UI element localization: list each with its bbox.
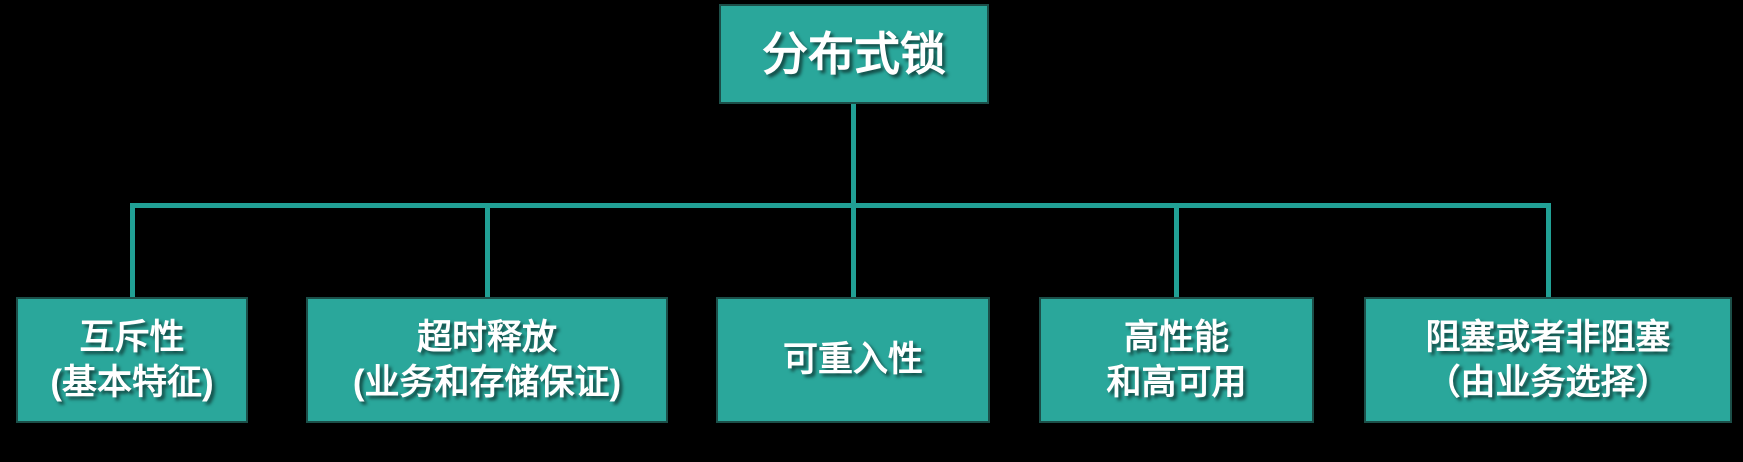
node-high-performance-availability: 高性能 和高可用 xyxy=(1039,297,1314,423)
node-label-line1: 阻塞或者非阻塞 xyxy=(1425,317,1671,357)
node-label-line1: 可重入性 xyxy=(782,340,923,380)
node-label-line2: (业务和存储保证) xyxy=(352,363,622,402)
connector-root-drop xyxy=(851,104,856,205)
node-reentrancy: 可重入性 xyxy=(716,297,990,423)
connector-horizontal-rail xyxy=(130,203,1551,208)
node-label-line2: (基本特征) xyxy=(50,363,214,402)
node-mutual-exclusion: 互斥性 (基本特征) xyxy=(16,297,248,423)
node-label-line2: 和高可用 xyxy=(1106,363,1247,402)
connector-drop-4 xyxy=(1174,203,1179,297)
node-blocking-or-nonblocking: 阻塞或者非阻塞 （由业务选择） xyxy=(1364,297,1732,423)
connector-drop-5 xyxy=(1546,203,1551,297)
connector-drop-2 xyxy=(485,203,490,297)
node-label-line1: 超时释放 xyxy=(416,317,557,357)
node-label-line2: （由业务选择） xyxy=(1425,363,1671,402)
connector-drop-1 xyxy=(130,203,135,297)
node-root-distributed-lock: 分布式锁 xyxy=(719,4,989,104)
connector-drop-3 xyxy=(851,203,856,297)
node-root-label: 分布式锁 xyxy=(762,27,946,80)
node-label-line1: 互斥性 xyxy=(79,317,185,357)
node-label-line1: 高性能 xyxy=(1123,317,1229,357)
node-timeout-release: 超时释放 (业务和存储保证) xyxy=(306,297,668,423)
